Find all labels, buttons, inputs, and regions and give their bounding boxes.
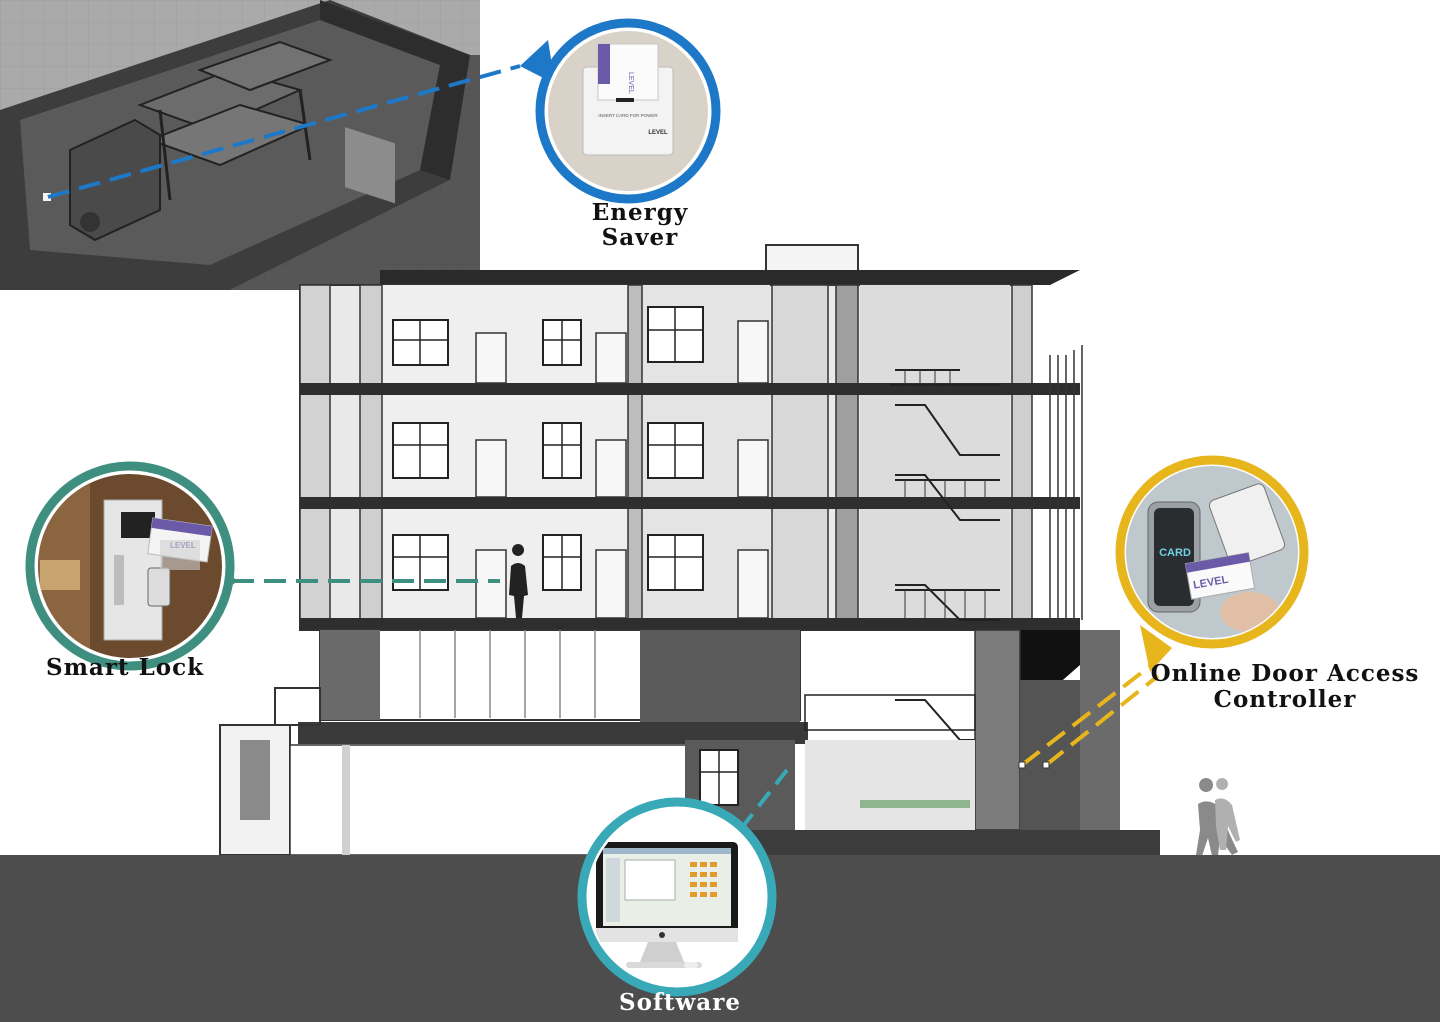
- smart-lock-label-text: Smart Lock: [45, 654, 205, 681]
- building-section: [219, 244, 1240, 856]
- card-brand-text: LEVEL: [627, 72, 634, 94]
- card-accent: [598, 44, 610, 84]
- reader-card-text: CARD: [1159, 547, 1191, 559]
- software-connector: [738, 768, 789, 832]
- online-door-label-line1: Online Door Access: [1150, 660, 1420, 687]
- energy-saver-location-marker: [43, 193, 51, 201]
- energy-saver-label-line2: Saver: [601, 224, 679, 251]
- energy-saver-callout: LEVEL INSERT CARD FOR POWER LEVEL: [535, 18, 721, 204]
- energy-saver-label: Energy Saver: [570, 200, 710, 250]
- software-callout: [577, 797, 777, 997]
- energy-saver-slot-text: INSERT CARD FOR POWER: [598, 113, 658, 118]
- smart-lock-label: Smart Lock: [40, 655, 210, 681]
- online-door-callout: CARD LEVEL: [1115, 455, 1309, 649]
- online-door-connector-a: [1020, 658, 1160, 767]
- energy-saver-connector: [47, 64, 521, 199]
- smart-lock-callout: LEVEL: [25, 461, 235, 671]
- energy-saver-label-line1: Energy: [591, 199, 689, 226]
- energy-saver-brand-text: LEVEL: [648, 130, 668, 136]
- online-door-connector-b: [1044, 674, 1160, 767]
- software-label: Software: [600, 990, 760, 1016]
- online-door-label: Online Door Access Controller: [1150, 661, 1420, 713]
- software-label-text: Software: [619, 989, 741, 1016]
- apple-logo-icon: [659, 932, 665, 938]
- online-door-label-line2: Controller: [1213, 686, 1357, 713]
